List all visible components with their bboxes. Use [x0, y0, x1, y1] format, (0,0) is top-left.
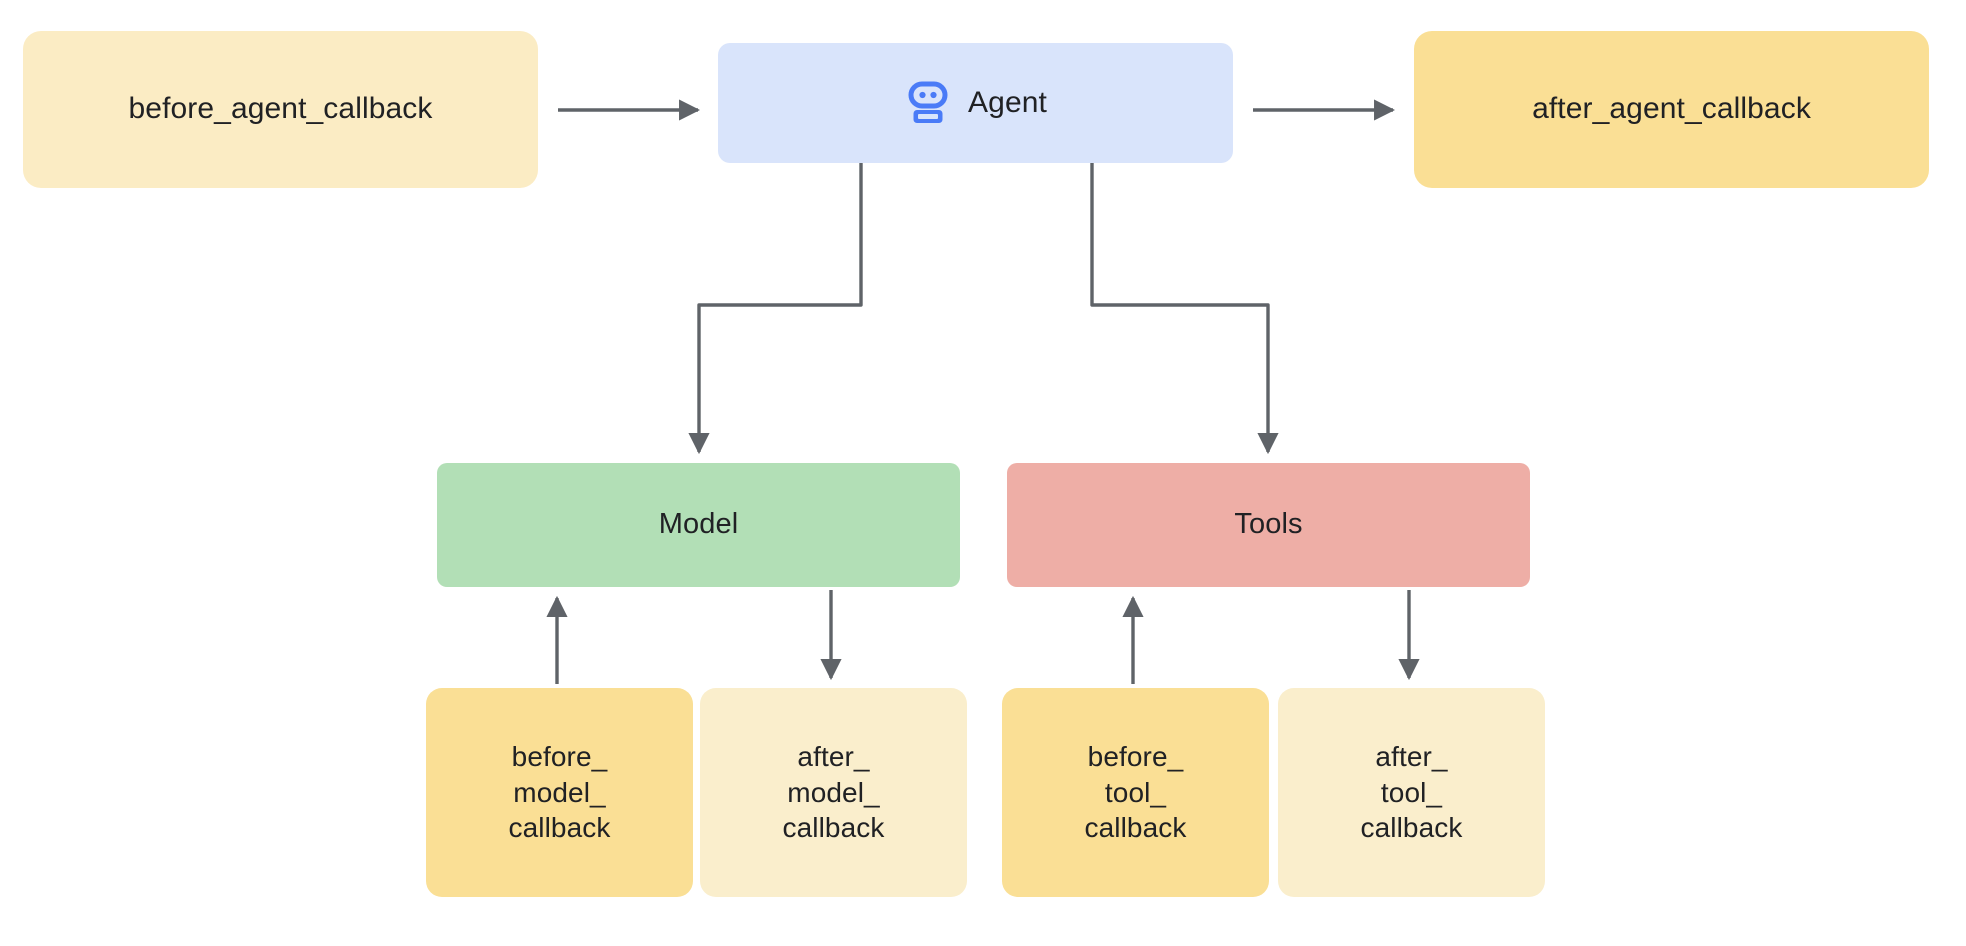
robot-icon	[908, 81, 948, 123]
node-after-model-callback-label: after_ model_ callback	[782, 740, 885, 844]
edge-agent-to-model	[688, 163, 863, 455]
node-after-agent-callback[interactable]: after_agent_callback	[1414, 31, 1929, 188]
node-after-agent-callback-label: after_agent_callback	[1532, 92, 1811, 126]
node-before-tool-callback-label: before_ tool_ callback	[1084, 740, 1187, 844]
edge-agent-to-tools	[1090, 163, 1279, 455]
node-agent[interactable]: Agent	[718, 43, 1233, 163]
node-before-model-callback[interactable]: before_ model_ callback	[426, 688, 693, 897]
node-before-model-callback-label: before_ model_ callback	[508, 740, 611, 844]
node-after-model-callback[interactable]: after_ model_ callback	[700, 688, 967, 897]
node-after-tool-callback[interactable]: after_ tool_ callback	[1278, 688, 1545, 897]
node-before-agent-callback[interactable]: before_agent_callback	[23, 31, 538, 188]
node-tools[interactable]: Tools	[1007, 463, 1530, 587]
node-model[interactable]: Model	[437, 463, 960, 587]
node-tools-label: Tools	[1234, 508, 1303, 541]
node-before-tool-callback[interactable]: before_ tool_ callback	[1002, 688, 1269, 897]
node-model-label: Model	[658, 508, 739, 541]
node-before-agent-callback-label: before_agent_callback	[128, 92, 433, 126]
node-agent-label: Agent	[968, 85, 1047, 119]
node-after-tool-callback-label: after_ tool_ callback	[1360, 740, 1463, 844]
